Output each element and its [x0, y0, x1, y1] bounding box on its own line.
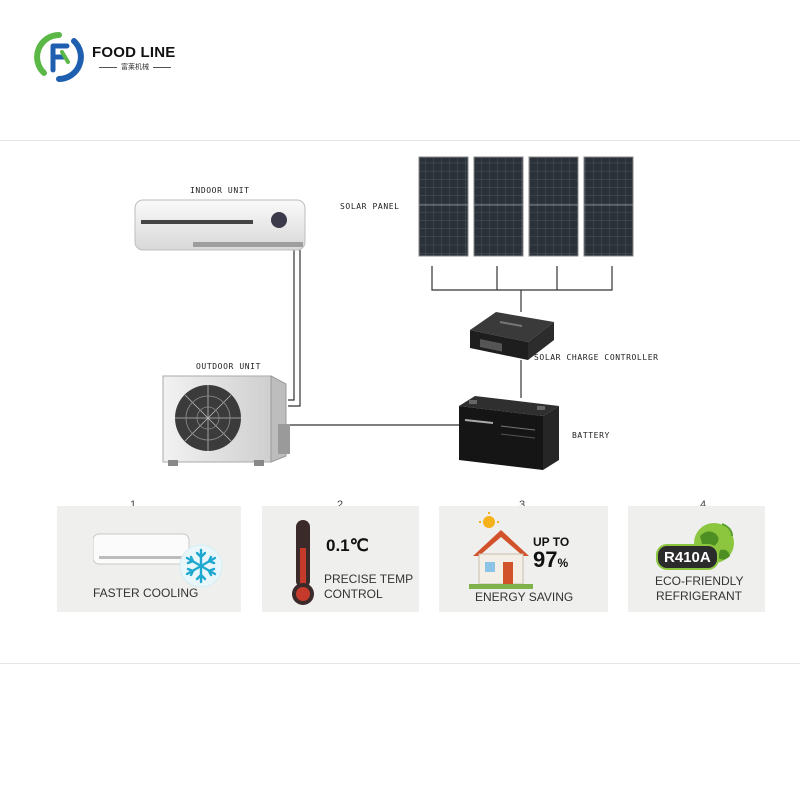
energy-prefix: UP TO — [533, 535, 570, 549]
solar-panel — [473, 156, 524, 257]
outdoor-unit-label: OUTDOOR UNIT — [196, 362, 261, 371]
feature-caption-line: REFRIGERANT — [656, 589, 743, 603]
ac-snowflake-icon — [93, 533, 223, 588]
solar-panel — [418, 156, 469, 257]
feature-card-precise-temp: 0.1℃ PRECISE TEMP CONTROL — [262, 506, 419, 612]
feature-number: 3 — [518, 499, 526, 511]
feature-caption-line: PRECISE TEMP — [324, 572, 414, 586]
brand-logo-icon — [34, 32, 84, 82]
feature-caption-line: CONTROL — [324, 587, 383, 601]
solar-panel — [528, 156, 579, 257]
solar-panel — [583, 156, 634, 257]
connection-wires — [288, 250, 613, 426]
energy-saving-figure: 97% — [533, 547, 568, 573]
feature-number: 4 — [699, 499, 707, 511]
feature-card-energy-saving: UP TO 97% ENERGY SAVING — [439, 506, 608, 612]
indoor-unit-label: INDOOR UNIT — [190, 186, 250, 195]
solar-panel-array — [418, 156, 634, 257]
battery-icon — [459, 396, 559, 470]
charge-controller-icon — [470, 312, 554, 360]
thermometer-icon — [292, 520, 314, 605]
brand-subtitle: 富莱机械 — [92, 62, 178, 72]
energy-saving-unit: % — [557, 556, 569, 570]
temp-precision-value: 0.1℃ — [326, 536, 369, 555]
battery-label: BATTERY — [572, 431, 610, 440]
charge-controller-label: SOLAR CHARGE CONTROLLER — [534, 353, 659, 362]
feature-card-eco-refrigerant: R410A ECO-FRIENDLY REFRIGERANT — [628, 506, 765, 612]
feature-card-faster-cooling: FASTER COOLING — [57, 506, 241, 612]
indoor-unit-icon — [134, 199, 306, 251]
solar-house-icon — [469, 512, 533, 589]
diagram-frame — [0, 140, 800, 664]
outdoor-unit-icon — [162, 375, 290, 466]
refrigerant-badge: R410A — [656, 544, 719, 570]
energy-saving-value: 97 — [533, 547, 558, 572]
feature-caption: FASTER COOLING — [93, 586, 199, 600]
feature-number: 1 — [129, 499, 137, 511]
feature-number: 2 — [336, 499, 344, 511]
solar-panel-label: SOLAR PANEL — [340, 202, 400, 211]
brand-name: FOOD LINE — [92, 44, 176, 61]
refrigerant-badge-text: R410A — [664, 549, 711, 566]
feature-caption-line: ECO-FRIENDLY — [655, 574, 744, 588]
feature-caption: ENERGY SAVING — [475, 590, 574, 604]
